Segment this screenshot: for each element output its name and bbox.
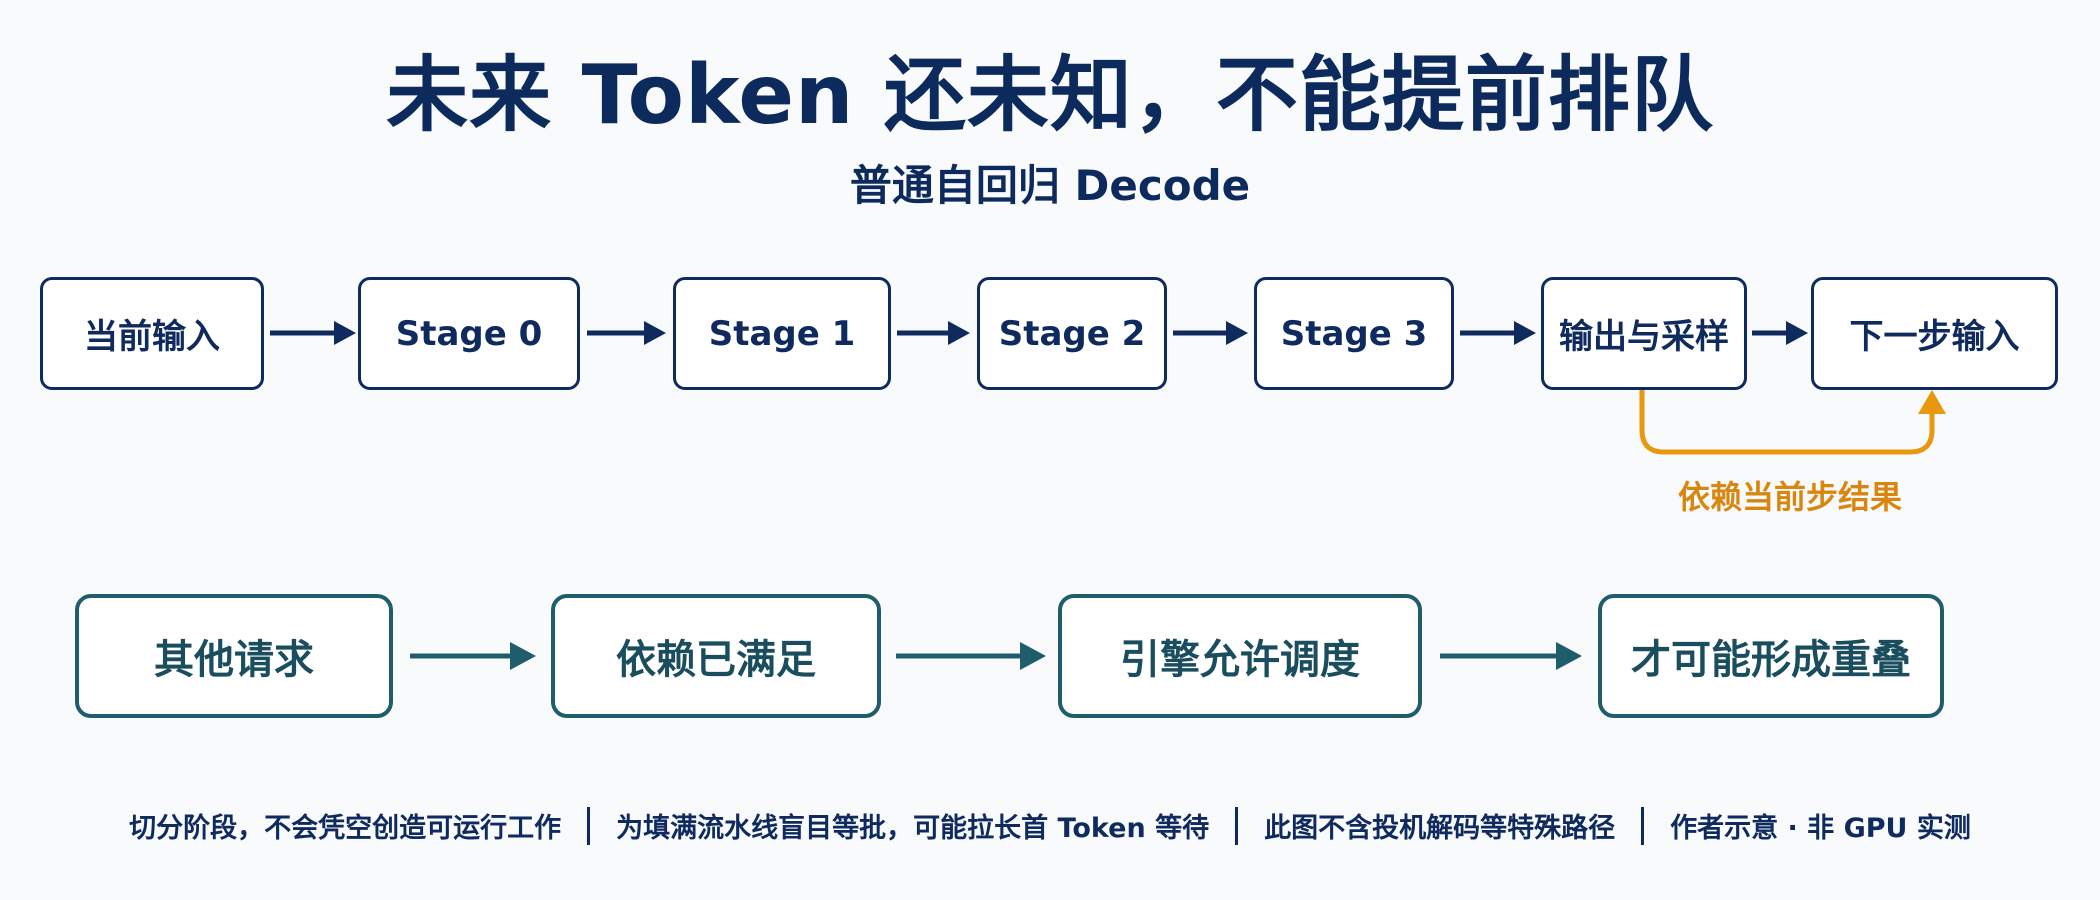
footer-note: 切分阶段，不会凭空创造可运行工作: [129, 813, 562, 844]
step-stage-1: Stage 1: [673, 277, 891, 390]
pipeline-arrow: [587, 321, 666, 345]
step-output-sampling: 输出与采样: [1541, 277, 1747, 390]
flow-arrow: [896, 642, 1046, 670]
footer-note: 此图不含投机解码等特殊路径: [1264, 813, 1616, 844]
pipeline-arrow: [270, 321, 356, 345]
page-title: 未来 Token 还未知，不能提前排队: [386, 48, 1714, 143]
page-subtitle: 普通自回归 Decode: [849, 161, 1251, 210]
flow-overlap-result: 才可能形成重叠: [1598, 594, 1944, 718]
step-current-input: 当前输入: [40, 277, 264, 390]
footer-note: 为填满流水线盲目等批，可能拉长首 Token 等待: [616, 813, 1210, 844]
flow-other-requests: 其他请求: [75, 594, 393, 718]
step-next-input: 下一步输入: [1811, 277, 2058, 390]
pipeline-arrow: [1173, 321, 1248, 345]
dependency-arrow: [1639, 388, 1946, 455]
pipeline-arrow: [1752, 321, 1808, 345]
footer-separator: [587, 806, 591, 845]
pipeline-arrow: [897, 321, 970, 345]
step-stage-2: Stage 2: [977, 277, 1167, 390]
flow-engine-schedule: 引擎允许调度: [1058, 594, 1422, 718]
flow-arrow: [1440, 642, 1582, 670]
dependency-label: 依赖当前步结果: [1677, 478, 1902, 516]
step-stage-0: Stage 0: [358, 277, 580, 390]
footer-notes: 切分阶段，不会凭空创造可运行工作 为填满流水线盲目等批，可能拉长首 Token …: [0, 806, 2100, 845]
footer-separator: [1235, 806, 1239, 845]
footer-separator: [1641, 806, 1645, 845]
step-stage-3: Stage 3: [1254, 277, 1454, 390]
footer-note: 作者示意 · 非 GPU 实测: [1670, 813, 1971, 844]
flow-arrow: [410, 642, 536, 670]
pipeline-arrow: [1460, 321, 1536, 345]
flow-dependency-satisfied: 依赖已满足: [551, 594, 881, 718]
